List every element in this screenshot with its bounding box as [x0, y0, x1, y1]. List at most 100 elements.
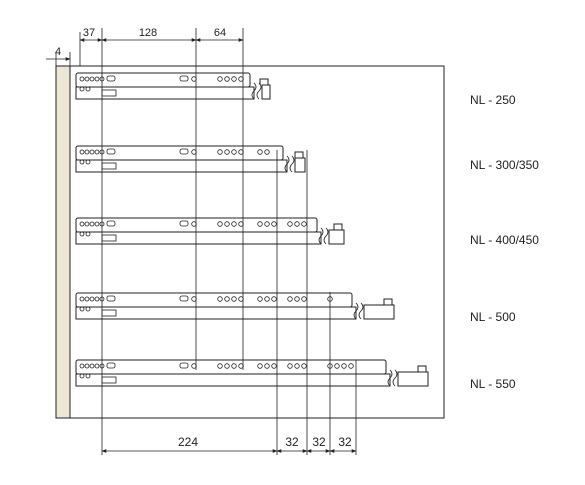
rail-3-break-symbol — [358, 302, 364, 320]
dim-label-64: 64 — [214, 27, 226, 39]
rail-3-front-bracket — [101, 309, 117, 317]
rail-2-break-symbol — [323, 227, 329, 245]
rail-2-lower-profile — [75, 231, 322, 245]
rail-3-hole-256 — [217, 296, 223, 302]
rail-3-rear-hook — [383, 298, 393, 305]
rails-group — [75, 72, 429, 387]
rail-2-hole-extra — [294, 221, 300, 227]
rail-0-rear-hook — [259, 78, 269, 85]
rail-0-break-symbol — [251, 82, 257, 100]
rail-2-hole-extra — [257, 221, 263, 227]
rail-2-front-hole — [94, 221, 100, 227]
rail-2-rear-hook — [333, 223, 343, 230]
rail-2-front-bracket — [101, 234, 117, 242]
rail-label-400-450: NL - 400/450 — [470, 233, 539, 247]
rail-4-front-hole — [89, 363, 95, 369]
rail-4-hole-extra — [301, 363, 307, 369]
rail-label-500: NL - 500 — [470, 310, 516, 324]
rail-4-lower-profile — [75, 373, 391, 387]
rail-0-hole-256 — [217, 76, 223, 82]
rail-0-front-bracket — [101, 89, 117, 97]
rail-3-upper-profile — [75, 292, 353, 308]
rail-1-front-bracket — [101, 162, 117, 170]
rail-3-hole-extra — [294, 296, 300, 302]
rail-2-hole-256 — [217, 221, 223, 227]
rail-3-lower-hole — [85, 306, 91, 312]
rail-0-lower-hole — [79, 86, 85, 92]
rail-2-lower-hole — [79, 231, 85, 237]
rail-2-break-symbol — [318, 227, 324, 245]
dim-label-4: 4 — [55, 46, 61, 58]
rail-3-front-hole — [79, 296, 85, 302]
rail-4-hole-extra — [334, 363, 340, 369]
rail-2-slot-224 — [179, 220, 189, 227]
rail-4-front-hole — [94, 363, 100, 369]
rail-2-hole-256 — [224, 221, 230, 227]
rail-3-lower-hole — [79, 306, 85, 312]
rail-1-hole-256 — [217, 149, 223, 155]
rail-1-rear-hook — [294, 151, 304, 158]
rail-4-rear-hook — [417, 365, 427, 372]
rail-1-break-symbol — [289, 155, 295, 173]
rail-2-front-hole — [84, 221, 90, 227]
rail-3-front-hole — [84, 296, 90, 302]
dim-label-32a: 32 — [285, 435, 299, 449]
rail-1-front-slot — [106, 148, 116, 155]
rail-1-break-symbol — [284, 155, 290, 173]
rail-3-hole-256 — [231, 296, 237, 302]
rail-4-hole-extra — [271, 363, 277, 369]
dim-label-37: 37 — [83, 27, 95, 39]
rail-1-hole-extra — [264, 149, 270, 155]
rail-1-slot-224 — [179, 148, 189, 155]
rail-2-hole-extra — [271, 221, 277, 227]
rail-4-hole-256 — [217, 363, 223, 369]
dim-label-128: 128 — [139, 27, 157, 39]
rail-0-lower-hole — [85, 86, 91, 92]
rail-0-hole-256 — [231, 76, 237, 82]
rail-2-front-hole — [79, 221, 85, 227]
rail-4-hole-extra — [341, 363, 347, 369]
rail-2-hole-extra — [264, 221, 270, 227]
rail-1-front-hole — [94, 149, 100, 155]
rail-3-slot-224 — [179, 295, 189, 302]
cabinet-side-panel — [55, 65, 71, 419]
rail-2-hole-extra — [287, 221, 293, 227]
reference-lines — [101, 28, 357, 455]
rail-1-front-hole — [79, 149, 85, 155]
rail-3-hole-256 — [224, 296, 230, 302]
dim-label-224: 224 — [178, 435, 198, 449]
rail-0-front-hole — [84, 76, 90, 82]
rail-0-rear-extension — [261, 84, 271, 100]
rail-3-front-hole — [89, 296, 95, 302]
rail-0-front-hole — [94, 76, 100, 82]
rail-1-lower-profile — [75, 159, 288, 173]
rail-3-hole-extra — [287, 296, 293, 302]
rail-2-front-hole — [89, 221, 95, 227]
rail-3-hole-extra — [264, 296, 270, 302]
rail-3-hole-extra — [301, 296, 307, 302]
rail-4-hole-extra — [257, 363, 263, 369]
rail-4-front-hole — [84, 363, 90, 369]
rail-4-front-hole — [79, 363, 85, 369]
rail-4-front-slot — [106, 362, 116, 369]
rail-0-front-hole — [79, 76, 85, 82]
rail-3-front-slot — [106, 295, 116, 302]
rail-4-hole-extra — [287, 363, 293, 369]
rail-label-300-350: NL - 300/350 — [470, 158, 539, 172]
rail-3-hole-extra — [271, 296, 277, 302]
rail-3-rear-extension — [363, 304, 395, 320]
rail-1-front-hole — [84, 149, 90, 155]
rail-4-hole-extra — [294, 363, 300, 369]
rail-4-hole-extra — [264, 363, 270, 369]
rail-3-front-hole — [94, 296, 100, 302]
rail-4-hole-256 — [224, 363, 230, 369]
rail-3-hole-extra — [257, 296, 263, 302]
rail-4-front-bracket — [101, 376, 117, 384]
rail-1-front-hole — [89, 149, 95, 155]
rail-4-rear-extension — [397, 371, 429, 387]
rail-0-front-hole — [89, 76, 95, 82]
rail-0-slot-224 — [179, 75, 189, 82]
rail-2-hole-256 — [231, 221, 237, 227]
